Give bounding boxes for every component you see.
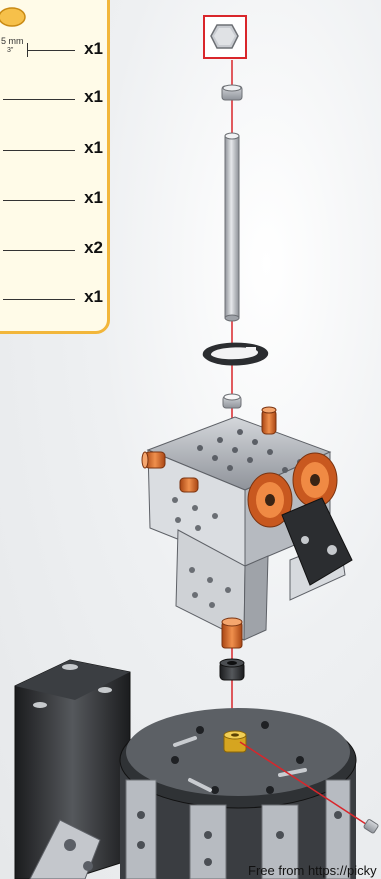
orange-spacer <box>222 618 242 648</box>
axle-rod <box>225 133 239 321</box>
black-ring <box>220 659 244 680</box>
c-clip <box>203 343 268 366</box>
brass-bushing <box>224 731 246 752</box>
top-nut <box>222 85 242 100</box>
small-spacer <box>223 394 241 408</box>
set-screw <box>363 819 379 834</box>
watermark-text: Free from https://picky <box>248 863 377 878</box>
